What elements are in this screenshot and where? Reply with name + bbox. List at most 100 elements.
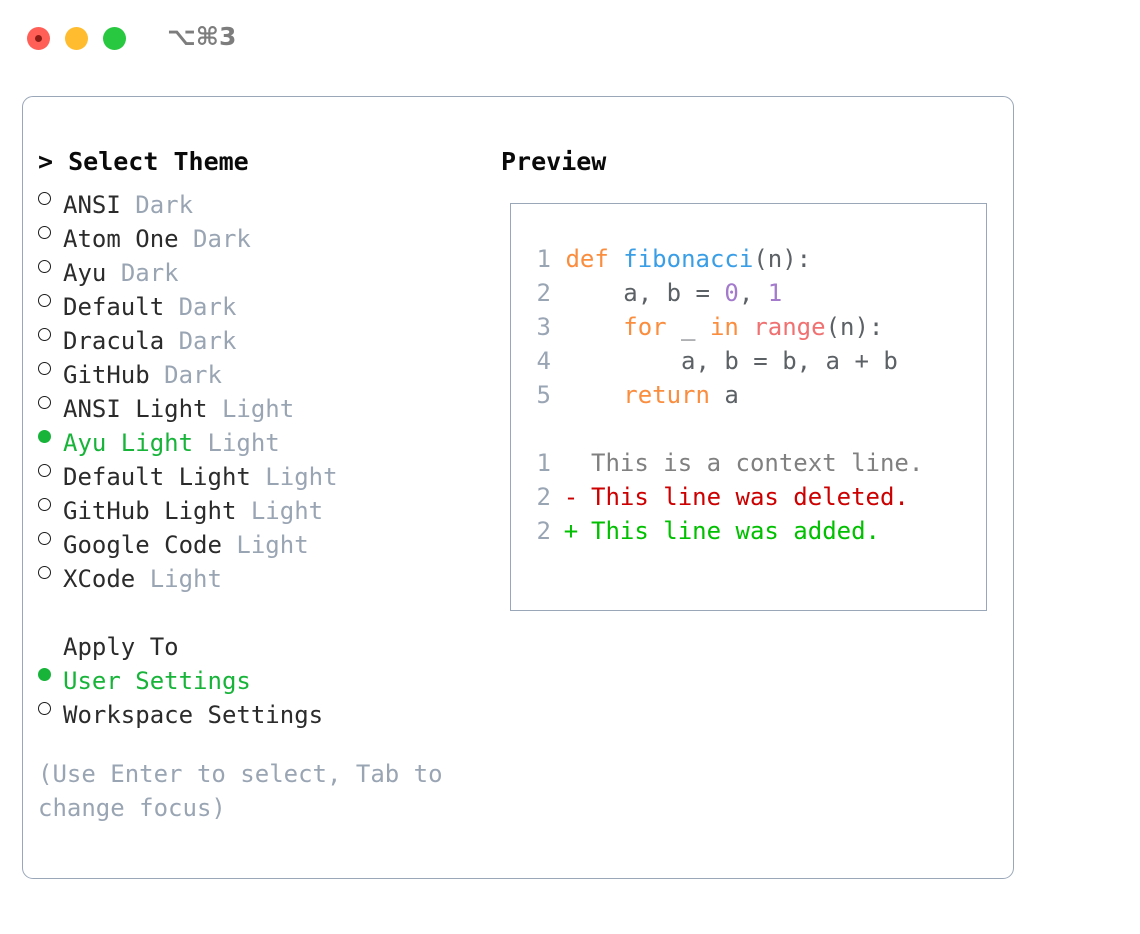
theme-option-label: GitHub bbox=[63, 361, 150, 389]
code-token-txt bbox=[565, 313, 623, 341]
gutter-spacer bbox=[551, 279, 565, 307]
theme-option-atom-one[interactable]: Atom One Dark bbox=[38, 213, 488, 253]
theme-option-label: Default bbox=[63, 293, 165, 321]
theme-option-ansi[interactable]: ANSI Dark bbox=[38, 179, 488, 219]
diff-line-number: 2 bbox=[536, 517, 551, 545]
keyboard-shortcut-label: ⌥⌘3 bbox=[167, 22, 237, 51]
theme-option-ayu-light[interactable]: Ayu Light Light bbox=[38, 417, 488, 457]
code-token-fn: fibonacci bbox=[623, 245, 754, 273]
theme-option-ansi-light[interactable]: ANSI Light Light bbox=[38, 383, 488, 423]
diff-marker: + bbox=[563, 517, 579, 545]
code-line: 1 def fibonacci(n): bbox=[524, 242, 898, 276]
apply-to-option-label: User Settings bbox=[63, 667, 251, 695]
theme-option-default-light[interactable]: Default Light Light bbox=[38, 451, 488, 491]
code-line-number: 5 bbox=[536, 381, 551, 409]
diff-line-del: 2-This line was deleted. bbox=[524, 480, 923, 514]
radio-unselected-icon bbox=[38, 213, 63, 247]
diff-line-text: This line was deleted. bbox=[591, 483, 909, 511]
label-spacer bbox=[164, 324, 178, 358]
radio-unselected-icon bbox=[38, 179, 63, 213]
theme-option-label: Ayu bbox=[63, 259, 107, 287]
code-line-number: 2 bbox=[536, 279, 551, 307]
label-spacer bbox=[179, 222, 193, 256]
theme-option-label: GitHub Light bbox=[63, 497, 237, 525]
code-token-txt: a bbox=[709, 381, 739, 409]
code-token-txt bbox=[609, 245, 623, 273]
maximize-button[interactable] bbox=[103, 27, 126, 50]
code-line-number: 1 bbox=[536, 245, 551, 273]
radio-unselected-icon bbox=[38, 349, 63, 383]
diff-sample: 1 This is a context line. 2-This line was … bbox=[524, 446, 924, 548]
apply-to-header-row: Apply To bbox=[38, 621, 488, 661]
theme-option-label: Dracula bbox=[63, 327, 165, 355]
theme-option-variant: Dark bbox=[135, 191, 194, 219]
code-token-kw: def bbox=[565, 245, 609, 273]
diff-line-text: This line was added. bbox=[591, 517, 880, 545]
apply-to-header-label: Apply To bbox=[63, 633, 179, 661]
minimize-button[interactable] bbox=[65, 27, 88, 50]
code-line: 5 return a bbox=[524, 378, 898, 412]
theme-option-label: ANSI bbox=[63, 191, 121, 219]
code-line: 3 for _ in range(n): bbox=[524, 310, 898, 344]
theme-option-variant: Light bbox=[236, 531, 309, 559]
label-spacer bbox=[150, 358, 164, 392]
code-token-kw: in bbox=[709, 313, 739, 341]
diff-line-number: 1 bbox=[536, 449, 551, 477]
theme-option-variant: Light bbox=[207, 429, 280, 457]
code-token-txt: _ bbox=[666, 313, 710, 341]
theme-option-label: Ayu Light bbox=[63, 429, 194, 457]
theme-option-label: Google Code bbox=[63, 531, 222, 559]
diff-line-text: This is a context line. bbox=[591, 449, 924, 477]
label-spacer bbox=[121, 188, 135, 222]
theme-option-variant: Light bbox=[221, 395, 295, 423]
diff-marker: - bbox=[563, 483, 579, 511]
label-spacer bbox=[208, 392, 222, 426]
code-token-kw: for bbox=[623, 313, 667, 341]
theme-option-github-light[interactable]: GitHub Light Light bbox=[38, 485, 488, 525]
code-token-txt: a, b = b, a + b bbox=[565, 347, 898, 375]
apply-to-option-user-settings[interactable]: User Settings bbox=[38, 655, 488, 695]
apply-to-header-bullet-placeholder bbox=[38, 621, 63, 655]
label-spacer bbox=[164, 290, 178, 324]
theme-option-dracula[interactable]: Dracula Dark bbox=[38, 315, 488, 355]
theme-option-xcode[interactable]: XCode Light bbox=[38, 553, 488, 593]
apply-to-option-workspace-settings[interactable]: Workspace Settings bbox=[38, 689, 488, 729]
title-bar: ⌥⌘3 bbox=[0, 0, 1140, 78]
theme-option-variant: Dark bbox=[193, 225, 251, 253]
label-spacer bbox=[236, 494, 250, 528]
code-token-txt bbox=[565, 381, 623, 409]
code-token-txt: (n): bbox=[825, 313, 884, 341]
code-token-kw: return bbox=[623, 381, 710, 409]
code-line-number: 3 bbox=[536, 313, 551, 341]
theme-option-variant: Light bbox=[149, 565, 222, 593]
code-token-call: range bbox=[753, 313, 826, 341]
theme-option-google-code[interactable]: Google Code Light bbox=[38, 519, 488, 559]
select-theme-header: > Select Theme bbox=[38, 147, 249, 176]
close-button[interactable] bbox=[27, 27, 50, 50]
radio-unselected-icon bbox=[38, 315, 63, 349]
diff-line-ctx: 1 This is a context line. bbox=[524, 446, 924, 480]
diff-line-add: 2 + This line was added. bbox=[524, 514, 923, 548]
radio-unselected-icon bbox=[38, 553, 63, 587]
theme-option-variant: Dark bbox=[120, 259, 179, 287]
theme-option-variant: Light bbox=[250, 497, 324, 525]
theme-option-ayu[interactable]: Ayu Dark bbox=[38, 247, 488, 287]
apply-to-option-label: Workspace Settings bbox=[63, 701, 324, 729]
theme-option-github[interactable]: GitHub Dark bbox=[38, 349, 488, 389]
theme-option-variant: Dark bbox=[164, 361, 222, 389]
label-spacer bbox=[193, 426, 207, 460]
code-line: 2 a, b = 0, 1 bbox=[524, 276, 898, 310]
radio-unselected-icon bbox=[38, 383, 63, 417]
label-spacer bbox=[251, 460, 265, 494]
label-spacer bbox=[106, 256, 120, 290]
theme-option-label: ANSI Light bbox=[63, 395, 208, 423]
theme-option-default[interactable]: Default Dark bbox=[38, 281, 488, 321]
theme-option-label: XCode bbox=[63, 565, 136, 593]
code-token-txt: (n): bbox=[753, 245, 812, 273]
